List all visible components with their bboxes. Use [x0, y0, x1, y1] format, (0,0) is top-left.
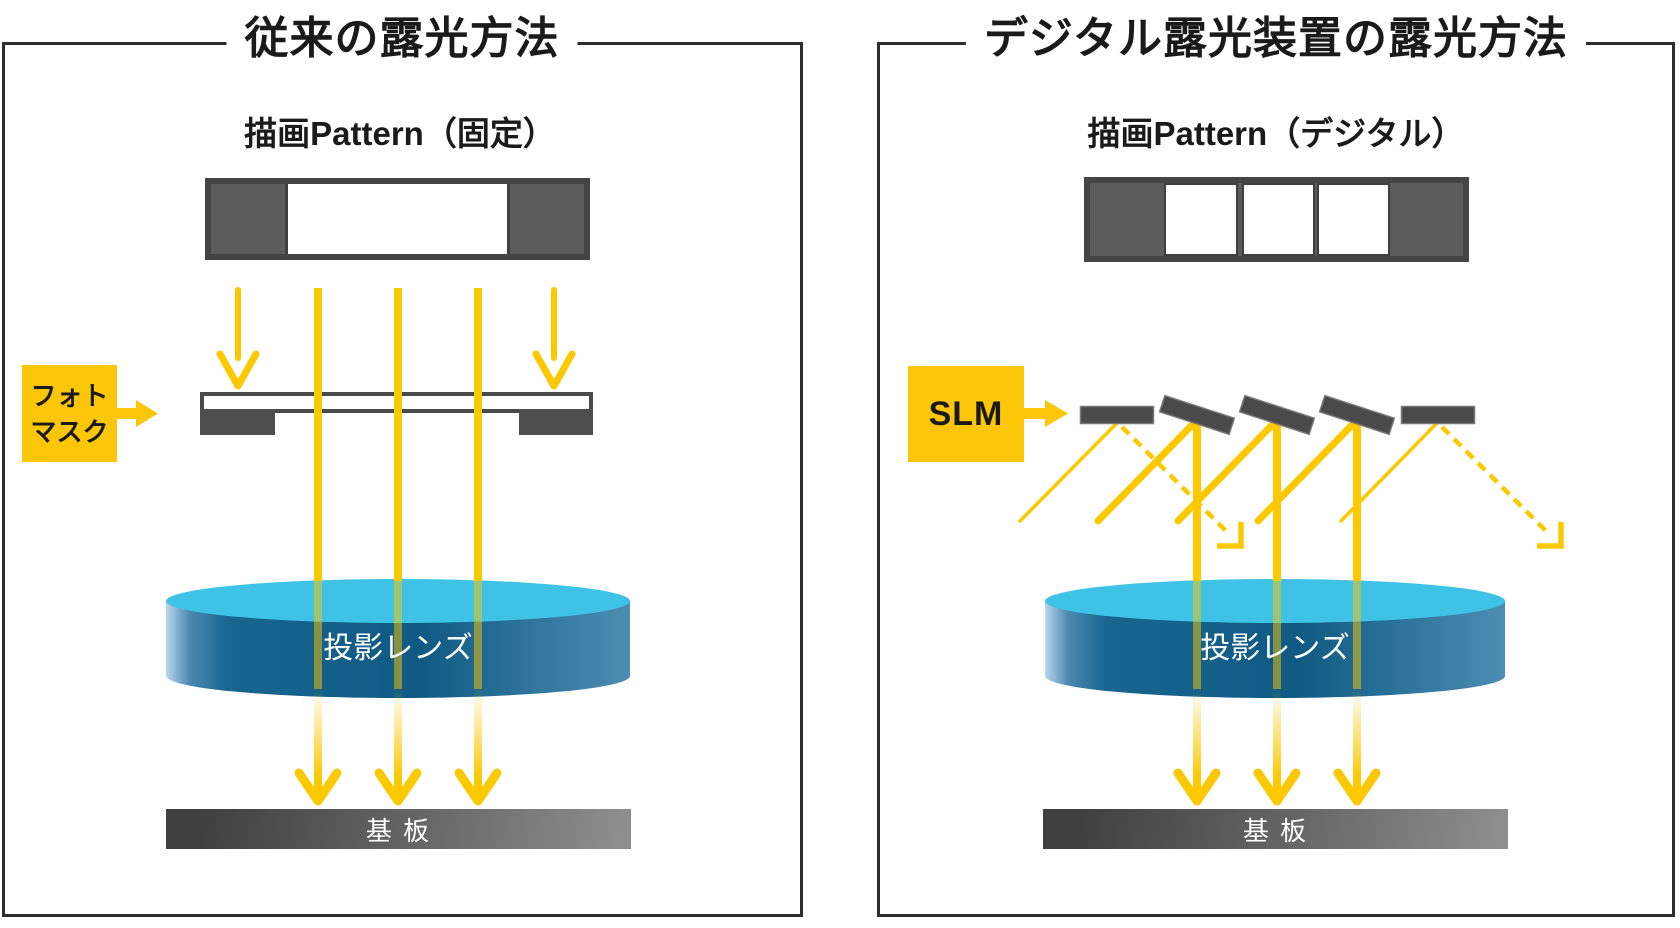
photomask-label-line2: マスク — [30, 416, 109, 447]
panel-conventional — [2, 42, 803, 917]
panel-digital — [877, 42, 1675, 917]
pattern-label-digital: 描画Pattern（デジタル） — [1087, 115, 1465, 152]
panel-title-digital: デジタル露光装置の露光方法 — [965, 8, 1587, 70]
photomask-chrome-right — [519, 409, 593, 435]
substrate-label: 基 板 — [1242, 815, 1309, 846]
photomask-chrome-left — [200, 409, 275, 435]
panel-title-conventional: 従来の露光方法 — [226, 8, 578, 70]
photomask-label-box: フォト マスク — [22, 365, 117, 462]
photomask-label-line1: フォト — [30, 380, 109, 411]
lens-label-left: 投影レンズ — [323, 632, 473, 665]
pattern-open-segment — [1242, 183, 1315, 256]
slm-label: SLM — [928, 395, 1004, 433]
substrate-bar-right: 基 板 — [1043, 809, 1508, 849]
pattern-open-segment — [285, 184, 510, 254]
pattern-bar-fixed — [205, 178, 590, 260]
pattern-open-segment — [1164, 183, 1238, 256]
lens-label-right: 投影レンズ — [1200, 632, 1350, 665]
pattern-label-fixed: 描画Pattern（固定） — [244, 115, 556, 152]
pattern-open-segment — [1317, 183, 1390, 256]
substrate-bar-left: 基 板 — [166, 809, 631, 849]
substrate-label: 基 板 — [365, 815, 432, 846]
pattern-bar-digital — [1084, 177, 1469, 262]
slm-label-box: SLM — [908, 366, 1024, 462]
